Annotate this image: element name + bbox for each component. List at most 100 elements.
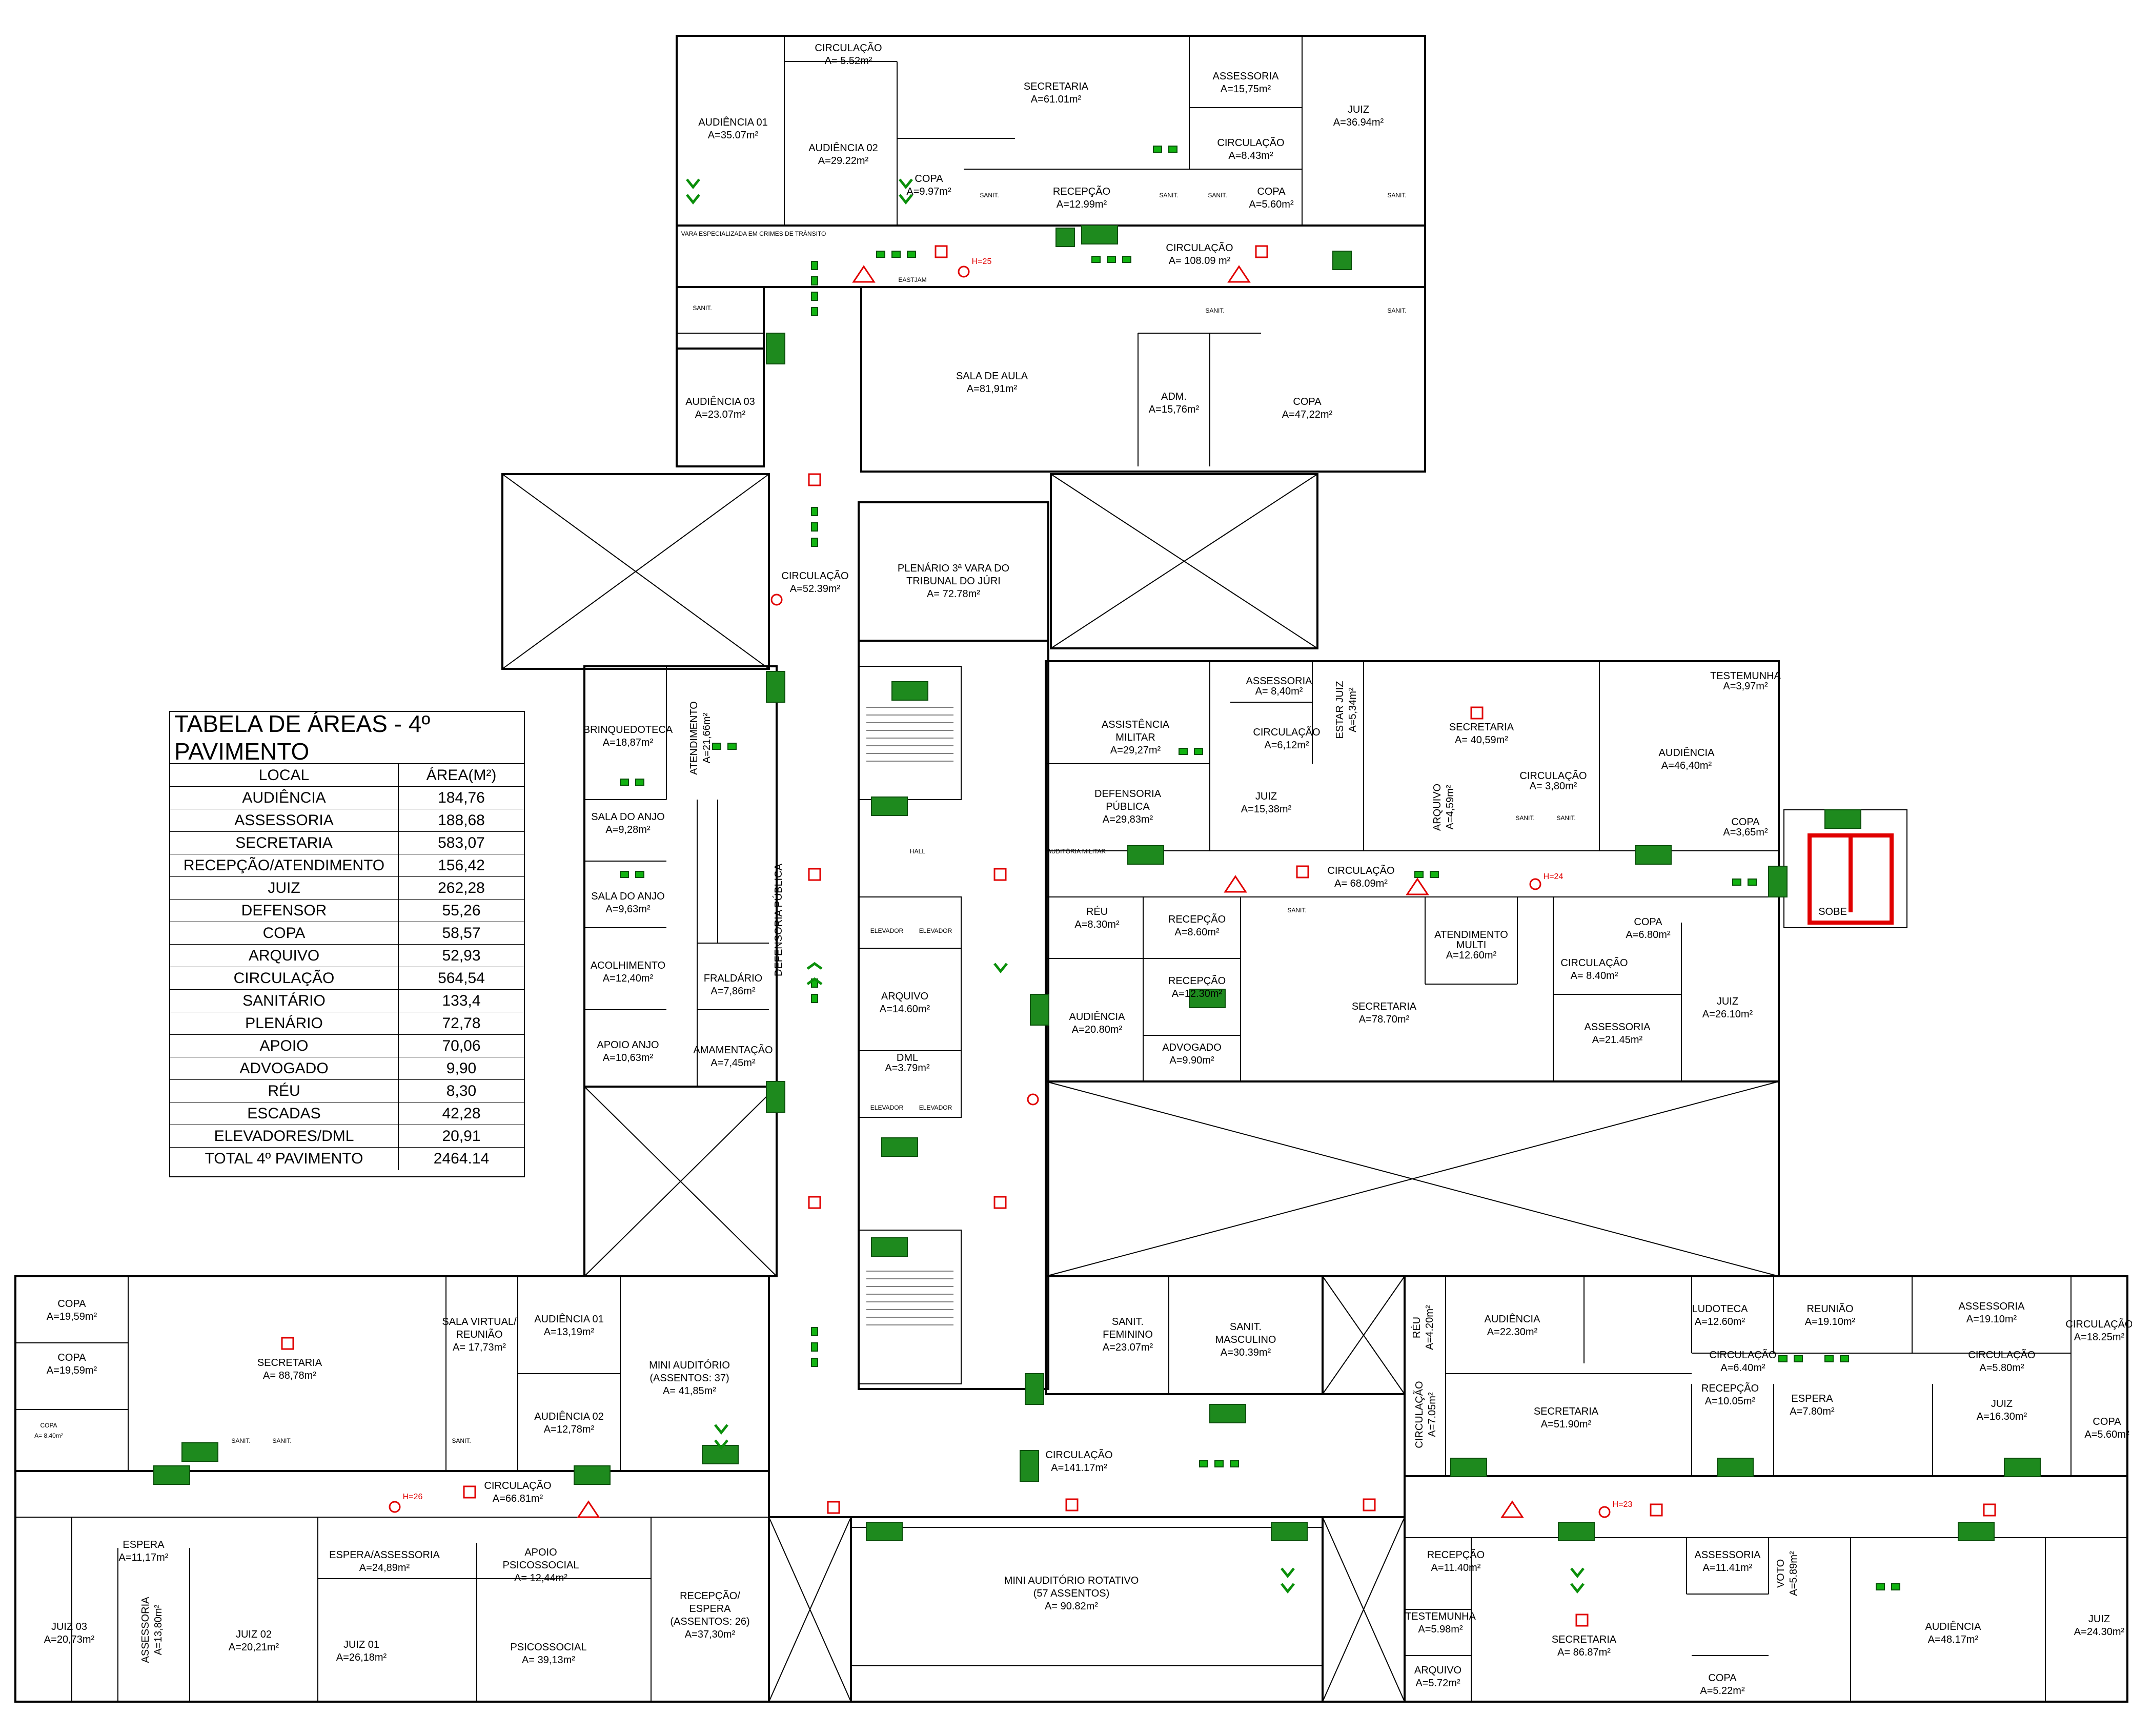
exit-sign	[1717, 1458, 1754, 1477]
room-area: A=13,19m²	[544, 1326, 595, 1338]
cell-local: SECRETARIA	[170, 832, 399, 854]
sanit-label: SANIT.	[1387, 192, 1406, 199]
extinguisher-icon	[463, 1485, 476, 1499]
cell-local: JUIZ	[170, 877, 399, 899]
room-name: CIRCULAÇÃO	[1253, 726, 1320, 738]
room-area: A=20.80m²	[1072, 1024, 1123, 1035]
room-area: A=13,80m²	[153, 1604, 164, 1655]
room-area: A=22.30m²	[1487, 1326, 1538, 1338]
evacuation-path-markers	[620, 146, 1900, 1594]
cell-local: RECEPÇÃO/ATENDIMENTO	[170, 854, 399, 876]
room-name: BRINQUEDOTECA	[583, 724, 673, 736]
extinguisher-icon	[935, 245, 948, 258]
room-area: A=8.43m²	[1228, 150, 1273, 161]
room-name: CIRCULAÇÃO	[484, 1479, 551, 1492]
cell-area: 58,57	[442, 924, 481, 942]
header-area: ÁREA(M²)	[426, 766, 497, 784]
room-name: CIRCULAÇÃO	[781, 569, 848, 582]
extinguisher-icon	[1255, 245, 1268, 258]
vara-label: VARA ESPECIALIZADA EM CRIMES DE TRÂNSITO	[681, 230, 826, 237]
room-area: A=14.60m²	[880, 1004, 930, 1015]
extinguisher-icon	[1065, 1498, 1079, 1512]
room-name: AUDIÊNCIA	[1069, 1011, 1126, 1023]
room-name: MULTI	[1456, 940, 1487, 951]
room-name: AUDIÊNCIA	[1485, 1313, 1541, 1325]
room-area: A= 8,40m²	[1255, 686, 1303, 697]
room-area: A= 8.40m²	[34, 1432, 63, 1439]
room-area: A= 40,59m²	[1455, 734, 1508, 746]
room-name: (ASSENTOS: 37)	[649, 1373, 729, 1384]
exit-sign	[881, 1137, 918, 1157]
room-area: A=7.05m²	[1427, 1392, 1438, 1437]
room-name: AUDIÊNCIA 02	[808, 142, 878, 154]
exit-sign	[1635, 845, 1672, 865]
cell-local: PLENÁRIO	[170, 1012, 399, 1034]
exit-sign	[1020, 1450, 1039, 1482]
exit-sign	[574, 1465, 611, 1485]
sanit-label: SANIT.	[1287, 907, 1306, 914]
exit-sign	[153, 1465, 190, 1485]
extinguisher-icon	[993, 1196, 1007, 1209]
room-name: CIRCULAÇÃO	[1327, 864, 1394, 876]
room-name: SECRETARIA	[1552, 1634, 1617, 1645]
room-area: A=8.60m²	[1174, 927, 1220, 938]
extinguisher-icon	[808, 1196, 821, 1209]
room-area: A=11,17m²	[119, 1552, 169, 1563]
cell-area: 262,28	[438, 879, 485, 896]
extinguisher-icon	[1296, 865, 1309, 879]
room-area: A=11.40m²	[1431, 1562, 1481, 1574]
room-labels: CIRCULAÇÃO A= 5.52m² SECRETARIA A=61.01m…	[34, 42, 2132, 1697]
extinguisher-icon	[1363, 1498, 1376, 1512]
room-area: A= 39,13m²	[522, 1655, 575, 1666]
elevator-label: ELEVADOR	[870, 927, 904, 934]
room-area: A=8.30m²	[1074, 919, 1120, 930]
room-area: A=3.79m²	[885, 1063, 930, 1074]
room-area: A= 108.09 m²	[1169, 255, 1231, 267]
exit-sign	[866, 1522, 903, 1541]
alarm-icon	[1027, 1093, 1039, 1106]
cell-area: 8,30	[446, 1082, 477, 1099]
room-area: A=10.05m²	[1705, 1396, 1756, 1407]
hydrant-height: H=26	[403, 1493, 423, 1501]
room-name: MILITAR	[1115, 732, 1155, 743]
room-area: A=29,27m²	[1110, 745, 1161, 756]
room-name: SECRETARIA	[1534, 1406, 1599, 1417]
room-area: A=12.30m²	[1172, 988, 1223, 999]
room-area: A=5.98m²	[1418, 1624, 1463, 1635]
room-name: SALA DO ANJO	[591, 811, 664, 823]
extinguisher-icon	[1650, 1503, 1663, 1517]
room-area: A=15,76m²	[1149, 404, 1200, 415]
room-name: JUIZ	[1348, 104, 1369, 115]
room-area: A= 72.78m²	[927, 588, 980, 600]
cell-local: ESCADAS	[170, 1102, 399, 1125]
room-name: VOTO	[1775, 1559, 1786, 1588]
hydrant-icon	[389, 1501, 401, 1513]
room-area: A=9.97m²	[906, 186, 951, 197]
room-name: ASSESSORIA	[1695, 1549, 1761, 1561]
room-area: A=29.22m²	[818, 155, 869, 167]
room-name: SECRETARIA	[1024, 81, 1089, 92]
room-name: AMAMENTAÇÃO	[693, 1044, 773, 1056]
cell-local: DEFENSOR	[170, 900, 399, 922]
room-area: A=5.72m²	[1415, 1678, 1460, 1689]
auditoria-label: AUDITÓRIA MILITAR	[1047, 847, 1106, 855]
room-area: A=35.07m²	[708, 130, 759, 141]
room-name: COPA	[57, 1352, 86, 1363]
hydrant-icon	[958, 265, 970, 278]
room-name: MINI AUDITÓRIO	[649, 1359, 730, 1371]
extinguisher-icon	[1470, 706, 1484, 720]
sanit-label: SANIT.	[272, 1437, 291, 1444]
room-name: ATENDIMENTO	[1434, 929, 1508, 941]
room-name: TRIBUNAL DO JÚRI	[906, 575, 1001, 587]
cell-area: 2464.14	[433, 1150, 490, 1167]
room-name: JUIZ 03	[51, 1621, 87, 1632]
room-area: A= 8.40m²	[1571, 970, 1618, 982]
room-area: A=18.25m²	[2074, 1332, 2125, 1343]
cell-area: 564,54	[438, 969, 485, 987]
